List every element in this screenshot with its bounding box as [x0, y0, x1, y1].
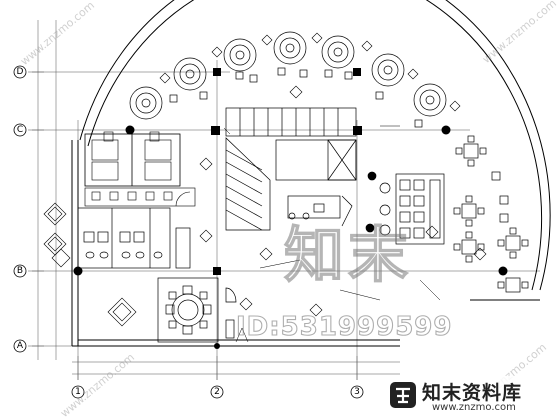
booth — [413, 83, 447, 117]
booth — [273, 31, 307, 65]
dining-set — [497, 227, 529, 259]
dining-set — [453, 231, 485, 263]
watermark-id: ID:531999599 — [235, 311, 453, 342]
brand-logo-icon — [390, 382, 416, 408]
square-dining-tables — [453, 135, 529, 293]
bar-counter — [365, 171, 445, 245]
grid-bubble-label: C — [17, 125, 23, 135]
booth — [173, 57, 207, 91]
misc-details — [223, 125, 441, 343]
planter-ornaments — [159, 32, 487, 317]
grid-bubble-label: A — [17, 341, 24, 351]
booth-seating — [129, 31, 447, 128]
grid-bubble-2: 2 — [210, 385, 224, 399]
private-rooms — [84, 131, 181, 187]
booth — [129, 86, 163, 120]
grid-bubble-A: A — [13, 339, 27, 353]
booth — [371, 53, 405, 87]
grid-bubble-3: 3 — [350, 385, 364, 399]
grid-bubble-label: B — [17, 266, 23, 276]
grid-bubble-label: 2 — [214, 387, 220, 397]
grid-bubble-B: B — [13, 264, 27, 278]
grid-bubble-D: D — [13, 65, 27, 79]
watermark-logo-text: 知末 — [283, 221, 412, 291]
structural-columns — [73, 68, 508, 349]
grid-bubble-label: 1 — [75, 387, 81, 397]
grid-bubble-C: C — [13, 123, 27, 137]
grid-bubble-1: 1 — [71, 385, 85, 399]
grid-bubble-label: 3 — [354, 387, 360, 397]
brand-name: 知末资料库 — [422, 382, 523, 404]
restrooms — [77, 207, 191, 269]
stair-core — [225, 107, 357, 231]
brand-stamp: 知末资料库 www.znzmo.com — [388, 376, 558, 418]
dining-set — [455, 135, 487, 167]
dining-set — [453, 195, 485, 227]
building-outline — [71, 0, 551, 347]
booth — [321, 35, 355, 69]
grid-bubble-label: D — [17, 67, 24, 77]
brand-url: www.znzmo.com — [432, 402, 516, 413]
booth — [223, 38, 257, 72]
round-dining-room — [157, 277, 237, 343]
dining-set — [497, 277, 529, 293]
left-planters — [43, 202, 137, 327]
service-corridor — [84, 187, 196, 207]
